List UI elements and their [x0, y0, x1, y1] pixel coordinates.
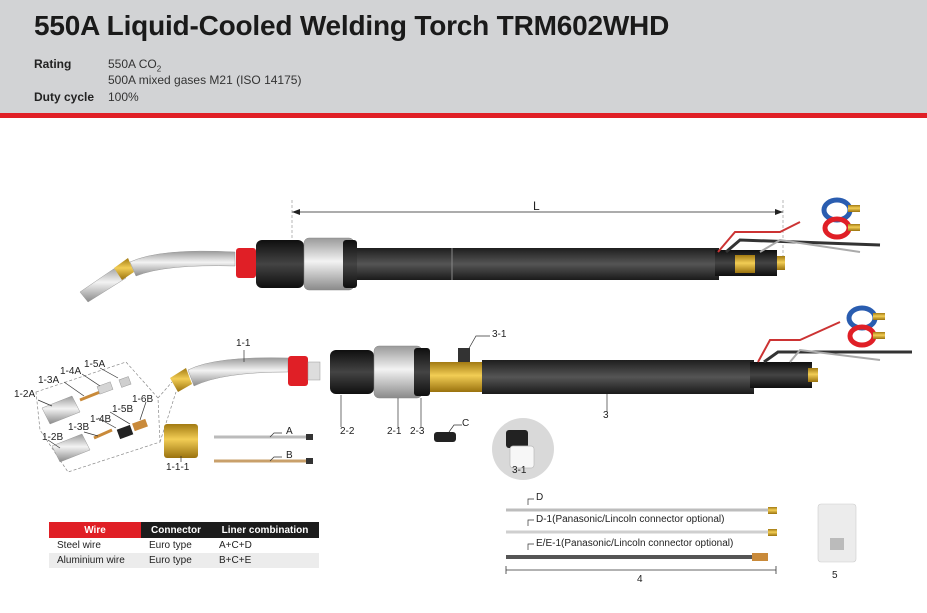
cable-connector-3-1: [430, 362, 482, 392]
duty-cycle-label: Duty cycle: [34, 90, 95, 104]
rating-value-2: 500A mixed gases M21 (ISO 14175): [108, 73, 302, 87]
label-c: C: [462, 418, 470, 429]
table-header-liner: Liner combination: [211, 522, 319, 538]
label-1-3b: 1-3B: [68, 422, 90, 433]
label-1-5a: 1-5A: [84, 359, 106, 370]
leader-lines: [37, 335, 608, 462]
assembled-torch: [79, 197, 881, 303]
label-1-4a: 1-4A: [60, 366, 82, 377]
rating-label: Rating: [34, 57, 72, 71]
nozzle-1-2a: [41, 395, 81, 425]
table-cell: A+C+D: [211, 538, 319, 553]
table-row: Aluminium wire Euro type B+C+E: [49, 553, 319, 568]
piece-c: [434, 432, 456, 442]
table-cell: Steel wire: [49, 538, 141, 553]
cable-3: [482, 360, 754, 394]
rating-value-1: 550A CO2: [108, 57, 162, 74]
handle-front: [256, 240, 304, 288]
table-cell: Euro type: [141, 538, 211, 553]
nut-1-1-1: [164, 424, 198, 458]
torch-diagram: [35, 197, 912, 574]
nozzle-1-2b: [51, 433, 91, 463]
table-header-row: Wire Connector Liner combination: [49, 522, 319, 538]
exploded-parts: [35, 305, 912, 473]
page-title: 550A Liquid-Cooled Welding Torch TRM602W…: [34, 10, 670, 41]
inset-bubble-3-1: [492, 418, 554, 480]
label-1-5b: 1-5B: [112, 404, 134, 415]
handle-2-2: [330, 350, 374, 394]
liner-combination-table: Wire Connector Liner combination Steel w…: [49, 522, 319, 568]
table-header-wire: Wire: [49, 522, 141, 538]
label-3-1-inset: 3-1: [512, 465, 527, 476]
label-b: B: [286, 450, 293, 461]
table-row: Steel wire Euro type A+C+D: [49, 538, 319, 553]
label-1-1: 1-1: [236, 338, 251, 349]
label-1-2b: 1-2B: [42, 432, 64, 443]
table-cell: Euro type: [141, 553, 211, 568]
liner-options: [505, 498, 857, 574]
label-1-4b: 1-4B: [90, 414, 112, 425]
label-3: 3: [603, 410, 609, 421]
label-a: A: [286, 426, 293, 437]
cable-hose: [357, 248, 719, 280]
spare-parts-bag: [817, 503, 857, 563]
label-2-2: 2-2: [340, 426, 355, 437]
label-3-1: 3-1: [492, 329, 507, 340]
label-d1: D-1(Panasonic/Lincoln connector optional…: [536, 514, 725, 525]
label-4: 4: [637, 574, 643, 585]
label-e: E/E-1(Panasonic/Lincoln connector option…: [536, 538, 734, 549]
label-2-3: 2-3: [410, 426, 425, 437]
label-1-3a: 1-3A: [38, 375, 60, 386]
header-red-rule: [0, 113, 927, 118]
swan-neck: [129, 250, 236, 277]
label-1-6b: 1-6B: [132, 394, 154, 405]
label-1-2a: 1-2A: [14, 389, 36, 400]
table-cell: Aluminium wire: [49, 553, 141, 568]
red-ring: [236, 248, 256, 278]
table-cell: B+C+E: [211, 553, 319, 568]
handle-2-3: [414, 348, 430, 396]
neck-1-1: [187, 357, 289, 387]
duty-cycle-value: 100%: [108, 90, 139, 104]
nozzle: [79, 265, 127, 303]
header-band: [0, 0, 927, 113]
table-header-connector: Connector: [141, 522, 211, 538]
inset-part-icon: [506, 430, 535, 469]
label-d: D: [536, 492, 544, 503]
dimension-label-l: L: [533, 199, 540, 213]
label-2-1: 2-1: [387, 426, 402, 437]
label-5: 5: [832, 570, 838, 581]
label-1-1-1: 1-1-1: [166, 462, 190, 473]
